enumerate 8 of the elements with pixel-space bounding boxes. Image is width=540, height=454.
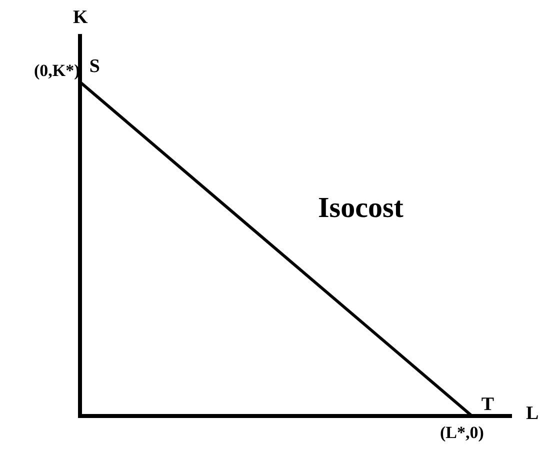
isocost-line [79,80,473,418]
point-label: S [80,56,100,82]
axis-label: K [73,8,88,27]
point-label: T [472,394,494,416]
coordinate-label: (L*,0) [440,424,484,441]
axis-label: L [526,404,539,423]
coordinate-label: (0,K*) [34,62,80,79]
edge-label: Isocost [318,194,404,223]
